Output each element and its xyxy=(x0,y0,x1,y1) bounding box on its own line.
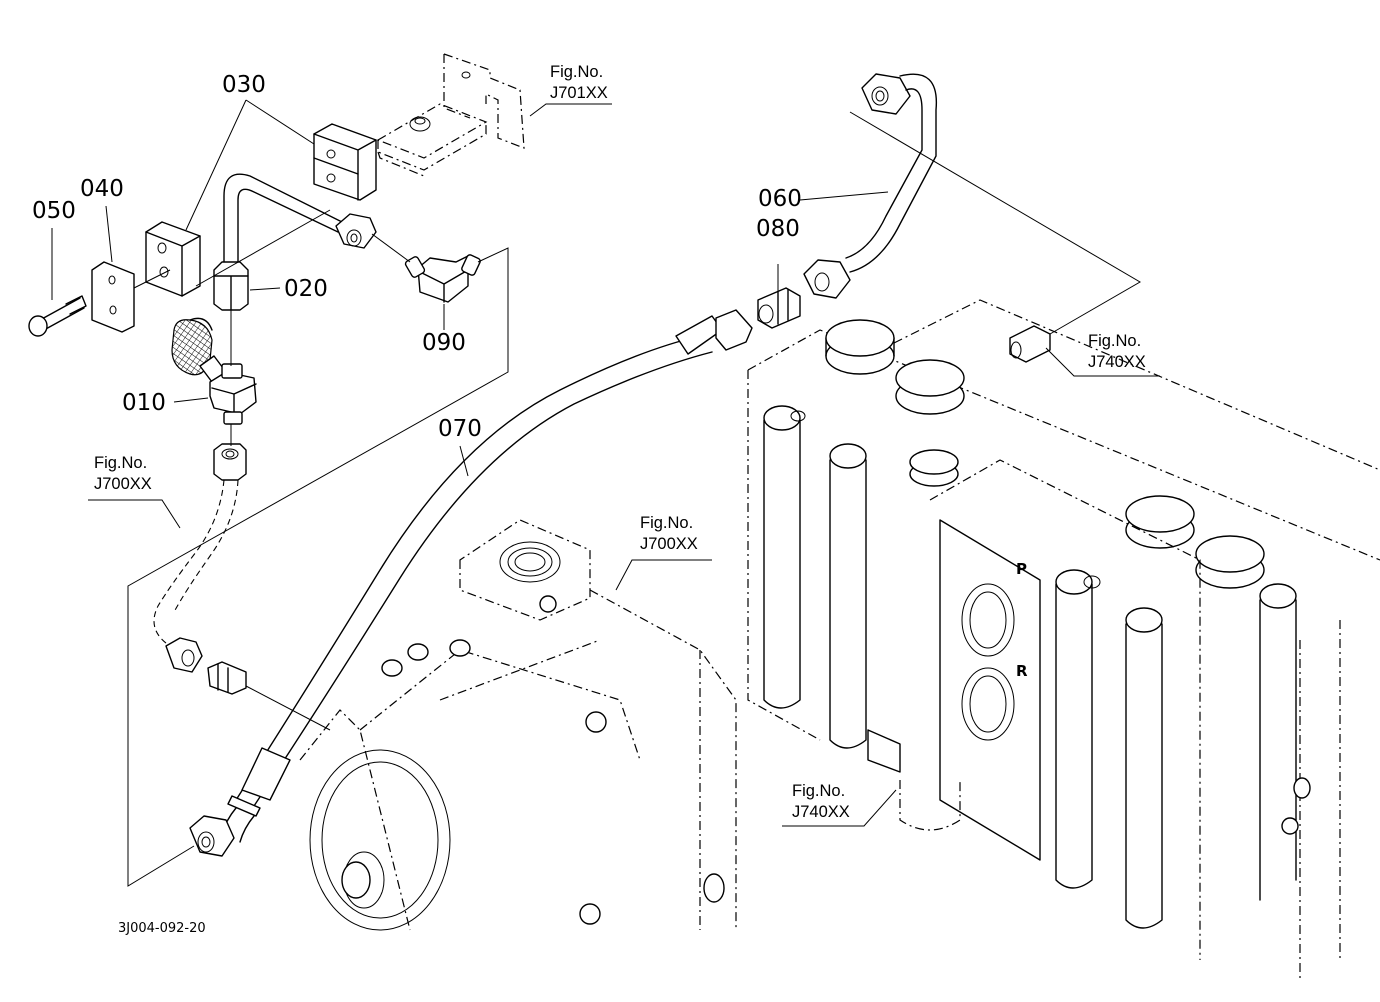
plate-040 xyxy=(91,261,135,333)
test-port-010 xyxy=(171,317,257,425)
part-label-060: 060 xyxy=(758,186,802,212)
part-label-050: 050 xyxy=(32,198,76,224)
elbow-090 xyxy=(404,254,481,303)
pipe-020 xyxy=(213,173,377,311)
fig-ref-j701[interactable]: Fig.No. J701XX xyxy=(550,62,608,104)
part-label-090: 090 xyxy=(422,330,466,356)
fig-ref-caption: Fig.No. xyxy=(94,454,148,472)
fig-ref-code: J740XX xyxy=(1088,353,1146,371)
part-label-040: 040 xyxy=(80,176,124,202)
pipe-end-nut xyxy=(153,443,247,647)
port-mark-r: R xyxy=(1016,662,1028,680)
bracket-j701 xyxy=(376,53,525,177)
lower-left-fittings xyxy=(165,637,247,695)
fig-ref-caption: Fig.No. xyxy=(550,63,604,81)
part-label-080: 080 xyxy=(756,216,800,242)
fig-ref-code: J740XX xyxy=(792,803,850,821)
fig-ref-j740-top[interactable]: Fig.No. J740XX xyxy=(1088,331,1146,373)
clamp-030-lower xyxy=(145,221,201,297)
fig-ref-j700-pump[interactable]: Fig.No. J700XX xyxy=(640,513,698,555)
part-label-020: 020 xyxy=(284,276,328,302)
fig-ref-caption: Fig.No. xyxy=(640,514,694,532)
part-label-030: 030 xyxy=(222,72,266,98)
clamp-030-upper xyxy=(313,123,377,201)
fig-ref-code: J701XX xyxy=(550,84,608,102)
fig-ref-caption: Fig.No. xyxy=(1088,332,1142,350)
part-label-070: 070 xyxy=(438,416,482,442)
adapter-080 xyxy=(757,287,801,329)
fig-ref-caption: Fig.No. xyxy=(792,782,846,800)
adapter-j740-top xyxy=(1009,325,1051,363)
fig-ref-code: J700XX xyxy=(94,475,152,493)
leader-lines xyxy=(51,99,1160,887)
part-label-010: 010 xyxy=(122,390,166,416)
bolt-050 xyxy=(28,295,87,337)
control-valve-bank xyxy=(747,299,1380,980)
fig-ref-j700-left[interactable]: Fig.No. J700XX xyxy=(94,453,152,495)
hydraulic-pump xyxy=(299,519,737,931)
drawing-code: 3J004-092-20 xyxy=(118,921,206,936)
pipe-060 xyxy=(803,73,938,299)
port-mark-p: P xyxy=(1016,560,1027,578)
hose-070 xyxy=(189,309,753,857)
fig-ref-code: J700XX xyxy=(640,535,698,553)
fig-ref-j740-bottom[interactable]: Fig.No. J740XX xyxy=(792,781,850,823)
